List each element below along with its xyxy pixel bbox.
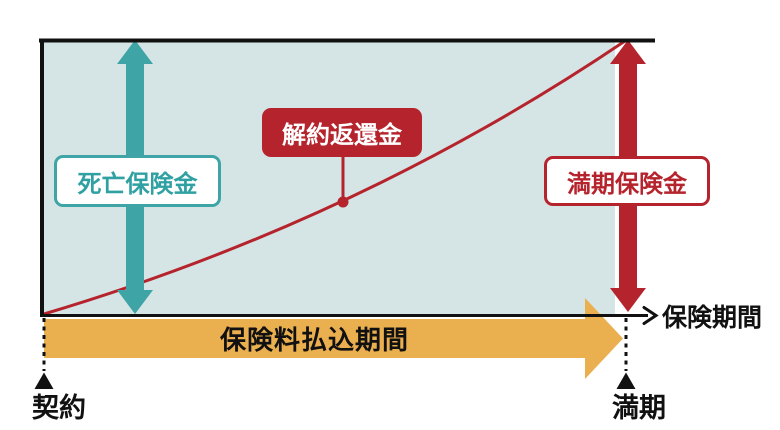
contract-text: 契約 [32, 392, 86, 424]
surrender-refund-label: 解約返還金 [262, 108, 422, 157]
contract-marker-triangle-icon [34, 372, 54, 389]
maturity-benefit-text: 満期保険金 [567, 169, 687, 198]
maturity-text: 満期 [612, 392, 666, 424]
insurance-period-text: 保険期間 [662, 303, 763, 332]
time-axis-arrowhead-icon [642, 306, 659, 325]
surrender-value-point [337, 196, 349, 208]
death-benefit-label: 死亡保険金 [54, 155, 221, 207]
surrender-refund-text: 解約返還金 [282, 121, 402, 149]
insurance-period-label: 保険期間 [662, 303, 762, 332]
maturity-marker-triangle-icon [616, 372, 636, 389]
maturity-label: 満期 [612, 390, 666, 424]
premium-period-arrow [44, 298, 623, 379]
premium-period-text: 保険料払込期間 [219, 326, 409, 356]
contract-label: 契約 [32, 390, 86, 424]
maturity-benefit-label: 満期保険金 [544, 156, 710, 206]
premium-period-label: 保険料払込期間 [44, 319, 585, 358]
death-benefit-text: 死亡保険金 [77, 169, 198, 198]
